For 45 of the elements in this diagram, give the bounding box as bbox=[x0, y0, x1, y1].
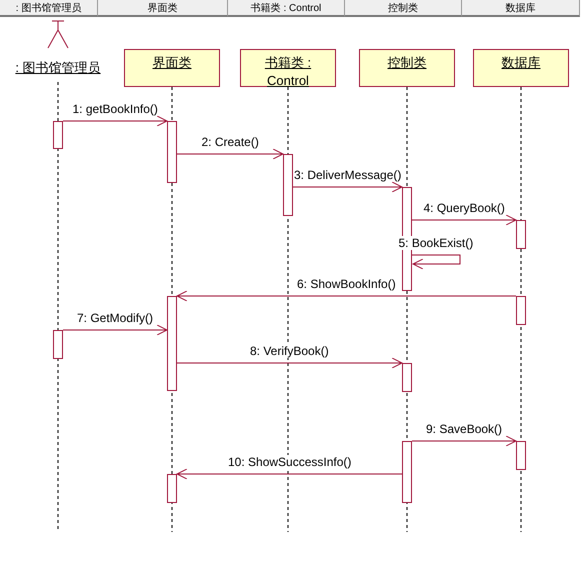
activation-bar bbox=[167, 121, 177, 183]
message-label: 5: BookExist() bbox=[398, 236, 474, 250]
message-label: 4: QueryBook() bbox=[422, 201, 506, 215]
message-arrow bbox=[62, 324, 168, 336]
object-name: 控制类 bbox=[388, 54, 426, 72]
message-label: 10: ShowSuccessInfo() bbox=[227, 455, 352, 469]
message-arrow bbox=[412, 436, 516, 446]
object-box bbox=[473, 49, 569, 87]
message-arrow bbox=[176, 290, 516, 302]
object-name: 书籍类 : Control bbox=[264, 54, 312, 90]
activation-bar bbox=[516, 441, 526, 470]
activation-bar bbox=[167, 474, 177, 503]
message-arrow bbox=[176, 358, 402, 368]
message-arrow bbox=[412, 254, 460, 270]
message-arrow bbox=[292, 182, 402, 192]
column-header: 书籍类 : Control bbox=[228, 0, 345, 17]
column-header: 数据库 bbox=[462, 0, 580, 17]
activation-bar bbox=[53, 330, 63, 359]
message-label: 9: SaveBook() bbox=[425, 422, 504, 436]
message-label: 2: Create() bbox=[200, 135, 260, 149]
message-arrow bbox=[412, 214, 516, 226]
object-box bbox=[124, 49, 220, 87]
message-arrow bbox=[62, 116, 168, 126]
message-arrow bbox=[176, 148, 284, 160]
message-arrow bbox=[176, 468, 402, 480]
activation-bar bbox=[516, 296, 526, 325]
object-name: 数据库 bbox=[502, 54, 540, 72]
object-box bbox=[359, 49, 455, 87]
activation-bar bbox=[283, 154, 293, 216]
message-label: 1: getBookInfo() bbox=[72, 102, 159, 116]
column-header: 控制类 bbox=[345, 0, 462, 17]
column-header: 界面类 bbox=[98, 0, 228, 17]
message-label: 8: VerifyBook() bbox=[249, 344, 330, 358]
activation-bar bbox=[402, 441, 412, 503]
message-label: 6: ShowBookInfo() bbox=[296, 277, 397, 291]
message-label: 7: GetModify() bbox=[76, 311, 154, 325]
object-name: 界面类 bbox=[152, 54, 192, 72]
activation-bar bbox=[516, 220, 526, 249]
activation-bar bbox=[53, 121, 63, 149]
object-box bbox=[240, 49, 336, 87]
actor-name: : 图书馆管理员 bbox=[14, 59, 102, 77]
activation-bar bbox=[402, 363, 412, 392]
message-label: 3: DeliverMessage() bbox=[293, 168, 402, 182]
activation-bar bbox=[167, 296, 177, 391]
column-header: : 图书馆管理员 bbox=[0, 0, 98, 17]
